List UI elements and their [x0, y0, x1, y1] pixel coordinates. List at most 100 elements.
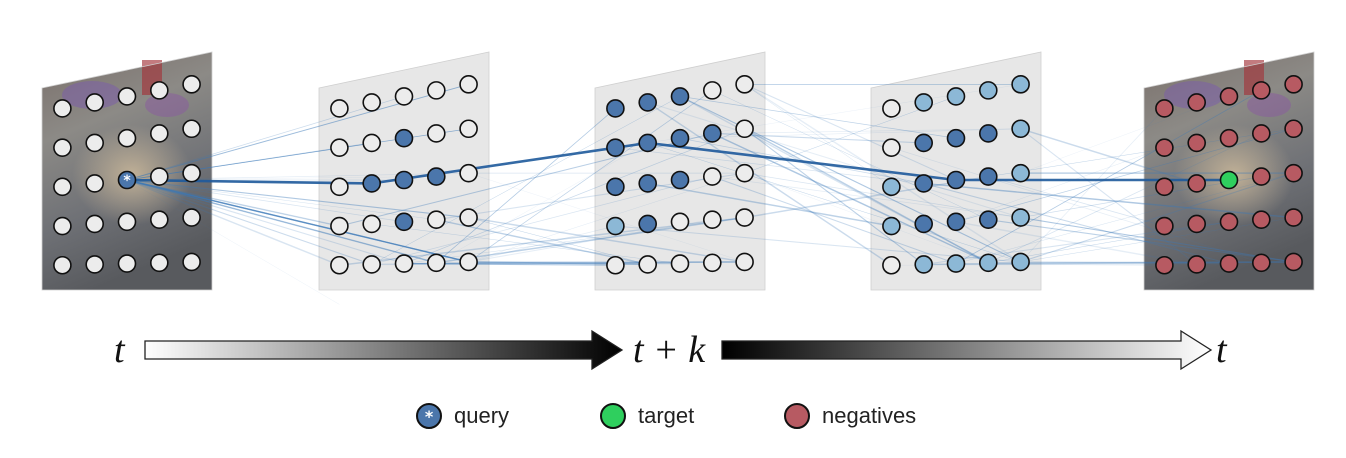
affinity-edge — [891, 264, 1197, 266]
patch-node — [426, 253, 446, 273]
affinity-edge — [126, 179, 469, 263]
patch-node — [606, 138, 625, 157]
patch-node — [735, 208, 754, 227]
affinity-edge — [1020, 172, 1294, 263]
patch-node — [1011, 119, 1030, 139]
affinity-edge — [126, 179, 469, 263]
negative-node — [1187, 214, 1206, 234]
patch-node — [362, 255, 382, 274]
negative-node — [1284, 75, 1303, 94]
affinity-edge — [891, 147, 1262, 264]
affinity-edge — [468, 219, 713, 263]
patch-node — [459, 208, 478, 227]
affinity-edge — [988, 219, 1294, 263]
affinity-edge — [744, 128, 925, 265]
affinity-edge — [647, 101, 1021, 219]
patch-node — [459, 252, 478, 272]
patch-node — [882, 99, 901, 118]
affinity-edge — [468, 225, 616, 263]
patch-node — [606, 255, 625, 275]
affinity-edge — [126, 179, 469, 263]
patch-node — [182, 119, 201, 139]
affinity-edge — [679, 128, 1021, 139]
affinity-edge — [126, 96, 405, 181]
patch-node — [735, 252, 754, 272]
patch-node — [459, 163, 478, 183]
patch-node — [735, 163, 754, 183]
legend-target-label: target — [638, 403, 695, 428]
patch-node — [1011, 252, 1030, 272]
affinity-edge — [988, 128, 1294, 177]
affinity-edge — [126, 179, 405, 265]
negative-node — [1284, 163, 1303, 183]
affinity-edge — [126, 179, 437, 263]
patch-node — [914, 214, 934, 234]
patch-node — [914, 93, 934, 112]
affinity-edge — [955, 128, 1294, 223]
asterisk-icon: * — [123, 173, 131, 189]
patch-node — [117, 254, 137, 273]
patch-node — [606, 216, 625, 236]
affinity-edge — [955, 221, 1197, 266]
legend: * query target negatives — [0, 398, 1346, 438]
negative-node — [1219, 254, 1239, 273]
patch-node — [946, 254, 966, 273]
patch-node — [702, 124, 722, 143]
negative-node — [1252, 81, 1271, 100]
patch-node — [735, 119, 754, 139]
patch-node — [882, 138, 901, 157]
affinity-edge — [403, 128, 745, 264]
affinity-edge — [647, 142, 1021, 263]
negative-node — [1219, 128, 1239, 148]
patch-node — [150, 167, 169, 186]
affinity-edge — [126, 179, 469, 219]
legend-negatives-label: negatives — [822, 403, 917, 428]
patch-node — [978, 167, 998, 186]
patch-node — [53, 216, 72, 236]
patch-node — [362, 133, 382, 153]
affinity-edge — [371, 96, 681, 265]
patch-node — [702, 81, 722, 100]
affinity-edge — [712, 128, 1021, 134]
affinity-edge — [126, 179, 340, 266]
patch-node — [978, 210, 998, 229]
patch-node — [330, 216, 349, 236]
patch-node — [394, 254, 414, 273]
affinity-edge — [679, 95, 989, 264]
legend-target: target — [600, 398, 694, 434]
patch-node — [394, 128, 414, 148]
affinity-edge — [988, 176, 1165, 227]
patch-node — [735, 75, 754, 94]
time-start-label: t — [114, 329, 126, 371]
patch-node — [670, 170, 690, 190]
patch-node — [670, 254, 690, 273]
patch-node — [150, 81, 169, 100]
patch-node — [53, 255, 72, 275]
negative-node — [1155, 255, 1174, 275]
affinity-edge — [744, 83, 1021, 263]
patch-node — [702, 210, 722, 229]
affinity-edge — [468, 216, 745, 263]
patch-node — [946, 87, 966, 106]
affinity-edge — [744, 128, 989, 264]
patch-node — [606, 177, 625, 197]
negative-node — [1187, 93, 1206, 112]
time-middle-label: t + k — [633, 329, 706, 371]
query-node — [117, 170, 137, 190]
affinity-edge — [955, 172, 1294, 264]
negative-dot-icon — [784, 403, 810, 429]
affinity-edge — [923, 182, 1294, 219]
negative-node — [1284, 119, 1303, 139]
target-node — [1219, 170, 1239, 190]
affinity-edge — [371, 223, 681, 264]
patch-node — [606, 99, 625, 118]
negative-node — [1155, 99, 1174, 118]
patch-node — [978, 124, 998, 143]
affinity-edge — [126, 179, 340, 227]
negative-node — [1219, 212, 1239, 232]
patch-node — [85, 174, 104, 193]
affinity-edge — [923, 221, 1230, 265]
patch-node — [426, 124, 446, 143]
affinity-edge — [712, 90, 989, 220]
